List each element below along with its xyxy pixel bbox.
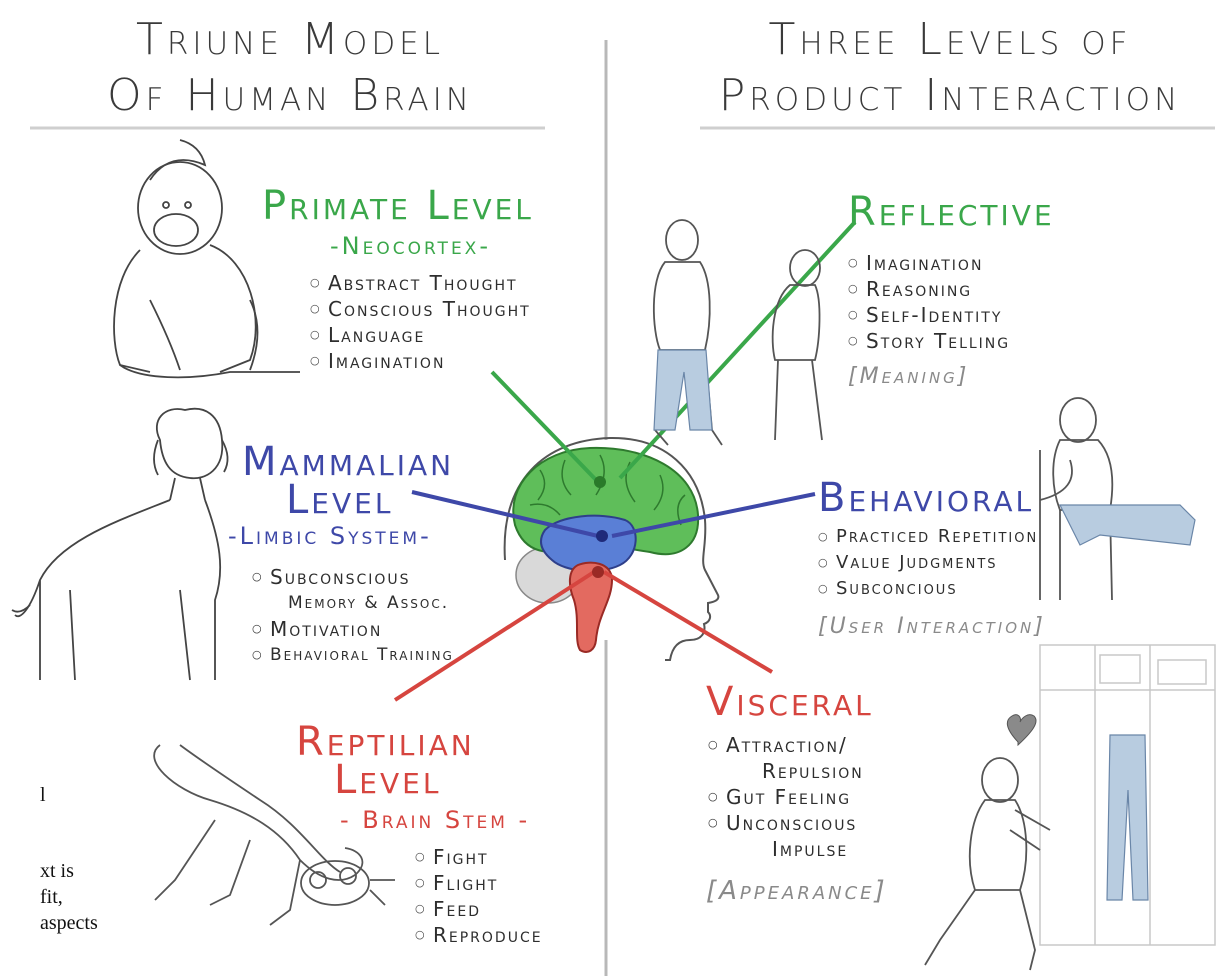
mammalian-heading-line2: Level (286, 477, 394, 523)
left-title-line2: Of Human Brain (107, 70, 473, 121)
side-fragment-2: xt is (40, 860, 74, 882)
side-fragment-4: aspects (40, 912, 98, 934)
list-item: Value Judgments (818, 550, 1038, 576)
list-item: ○Motivation (252, 617, 383, 641)
list-item: Reasoning (848, 276, 1010, 302)
list-item: Repulsion (762, 759, 864, 783)
visceral-bracket: [Appearance] (706, 876, 888, 906)
visceral-connector (602, 570, 774, 674)
side-fragment-1: l (40, 784, 46, 806)
ape-sketch (113, 139, 300, 379)
list-item: Conscious Thought (310, 296, 531, 322)
list-item: ○Subconscious (252, 565, 411, 589)
reptilian-connector (393, 570, 596, 702)
right-title-line2: Product Interaction (718, 70, 1182, 121)
list-item: Imagination (848, 250, 1010, 276)
left-title: Triune Model Of Human Brain (70, 12, 510, 124)
reflective-heading: Reflective (848, 189, 1055, 235)
reflective-list: Imagination Reasoning Self-Identity Stor… (848, 250, 1010, 354)
list-item: Fight (415, 844, 543, 870)
reptilian-list: Fight Flight Feed Reproduce (415, 844, 543, 948)
mammalian-heading-line1: Mammalian (242, 439, 455, 485)
shopper-sketch (924, 757, 1051, 971)
right-title-line1: Three Levels of (768, 14, 1132, 65)
dog-sketch (11, 407, 229, 681)
list-item: Impulse (772, 837, 849, 861)
list-item: Language (310, 322, 531, 348)
list-item: Practiced Repetition (818, 524, 1038, 550)
list-item: Feed (415, 896, 543, 922)
list-item: Story Telling (848, 328, 1010, 354)
list-item: Self-Identity (848, 302, 1010, 328)
visceral-list: ○Attraction/ Repulsion ○Gut Feeling ○Unc… (708, 732, 948, 862)
visceral-heading: Visceral (706, 679, 874, 725)
reptilian-heading-line2: Level (334, 757, 442, 803)
reptilian-subheading: - Brain Stem - (340, 806, 531, 834)
reflective-bracket: [Meaning] (848, 364, 970, 389)
list-item: ○Unconscious (708, 811, 858, 835)
primate-heading: Primate Level (262, 183, 534, 229)
reflective-connector (618, 220, 857, 480)
list-item: Reproduce (415, 922, 543, 948)
left-title-line1: Triune Model (135, 14, 445, 65)
list-item: ○Attraction/ (708, 733, 848, 757)
primate-list: Abstract Thought Conscious Thought Langu… (310, 270, 531, 374)
list-item: Subconcious (818, 576, 1038, 602)
list-item: Memory & Assoc. (288, 593, 450, 613)
mammalian-connector (411, 490, 599, 538)
wardrobe-sketch (1039, 644, 1216, 946)
reptilian-heading-line1: Reptilian (296, 719, 475, 765)
jeans-seated (1059, 504, 1196, 546)
mammalian-list: ○Subconscious Memory & Assoc. ○Motivatio… (252, 564, 512, 668)
list-item: ○Behavioral Training (252, 645, 454, 665)
jeans-hanging (1106, 734, 1149, 901)
behavioral-list: Practiced Repetition Value Judgments Sub… (818, 524, 1038, 602)
list-item: Abstract Thought (310, 270, 531, 296)
gecko-sketch (153, 744, 395, 926)
behavioral-connector (611, 492, 816, 538)
primate-subheading: -Neocortex- (330, 232, 491, 260)
behavioral-bracket: [User Interaction] (818, 614, 1046, 639)
list-item: ○Gut Feeling (708, 785, 852, 809)
seated-person-sketch (1039, 397, 1114, 601)
mammalian-subheading: -Limbic System- (228, 522, 432, 550)
right-title: Three Levels of Product Interaction (690, 12, 1210, 124)
side-fragment-3: fit, (40, 886, 63, 908)
behavioral-heading: Behavioral (818, 475, 1035, 521)
head-outline (503, 436, 720, 661)
list-item: Flight (415, 870, 543, 896)
heart-icon (1006, 714, 1037, 747)
primate-connector (490, 370, 600, 484)
list-item: Imagination (310, 348, 531, 374)
jeans-left (653, 349, 713, 431)
